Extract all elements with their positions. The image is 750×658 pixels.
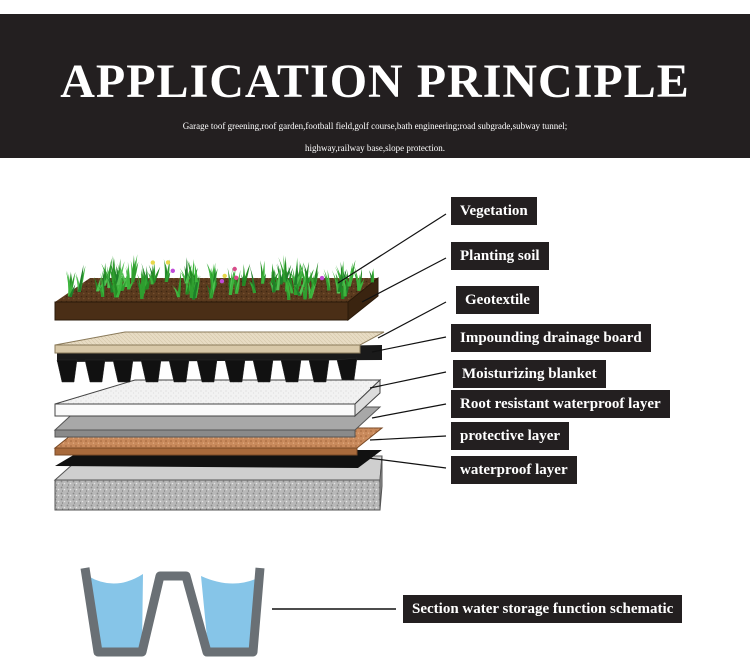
label-section-caption: Section water storage function schematic	[403, 595, 683, 623]
grass-blade	[111, 255, 115, 284]
label-moisturizing-blanket: Moisturizing blanket	[453, 360, 606, 388]
grass-blade	[194, 267, 198, 283]
grass-blade	[242, 263, 251, 286]
label-protective-layer: protective layer	[451, 422, 570, 450]
grass-blade	[272, 270, 276, 293]
flower	[150, 260, 155, 265]
grass-blade	[209, 277, 216, 299]
grass-blade	[250, 280, 256, 293]
grass-blade	[147, 271, 154, 285]
page-title: APPLICATION PRINCIPLE	[60, 55, 690, 108]
grass-blade	[68, 284, 76, 297]
vegetation-grass	[65, 254, 375, 300]
label-waterproof-layer: waterproof layer	[451, 456, 577, 484]
label-impounding-drainage-board: Impounding drainage board	[451, 324, 651, 352]
grass-blade	[308, 281, 315, 299]
grass-blade	[209, 287, 214, 299]
flower	[170, 268, 175, 273]
grass-blade	[234, 269, 241, 294]
grass-blade	[228, 267, 236, 295]
header-banner: APPLICATION PRINCIPLE Garage toof greeni…	[0, 14, 750, 158]
grass-blade	[137, 273, 144, 299]
grass-blade	[261, 260, 265, 284]
grass-blade	[97, 284, 105, 297]
grass-blade	[293, 261, 298, 286]
grass-blade	[303, 268, 310, 284]
grass-blade	[249, 265, 256, 293]
section-water-storage-schematic	[80, 567, 396, 657]
moisturizing-blanket-shape	[54, 378, 382, 418]
flower	[222, 273, 227, 279]
grass-blade	[191, 275, 195, 287]
grass-blade	[278, 257, 287, 283]
grass-blade	[292, 284, 302, 296]
grass-blade	[131, 259, 136, 283]
grass-blade	[308, 274, 315, 299]
subtitle-line-1: Garage toof greening,roof garden,footbal…	[182, 121, 568, 131]
planting-soil-shape	[54, 276, 379, 322]
flower	[219, 279, 225, 284]
grass-blade	[285, 274, 294, 294]
grass-blade	[298, 277, 306, 296]
grass-blade	[370, 270, 374, 283]
grass-blade	[343, 284, 347, 297]
grass-blade	[234, 281, 240, 294]
label-planting-soil: Planting soil	[451, 242, 549, 270]
grass-blade	[120, 280, 127, 291]
grass-blade	[115, 279, 124, 298]
grass-blade	[174, 286, 180, 298]
geotextile-shape	[54, 331, 385, 354]
grass-blade	[209, 273, 215, 288]
leader-lines	[337, 213, 447, 469]
grass-blade	[113, 275, 119, 298]
label-vegetation: Vegetation	[451, 197, 537, 225]
label-geotextile: Geotextile	[456, 286, 539, 314]
grass-blade	[177, 271, 181, 298]
flower	[165, 260, 171, 265]
grass-blade	[276, 267, 280, 291]
grass-blade	[116, 266, 122, 286]
grass-blade	[288, 266, 294, 294]
subtitle-line-2: highway,railway base,slope protection.	[304, 143, 446, 153]
grass-blade	[65, 270, 72, 297]
flower	[234, 275, 239, 280]
label-root-resistant-waterproof-layer: Root resistant waterproof layer	[451, 390, 670, 418]
grass-blade	[145, 276, 151, 290]
grass-blade	[354, 274, 361, 291]
flower	[232, 266, 237, 272]
flower	[319, 275, 325, 281]
grass-blade	[164, 259, 170, 282]
grass-blade	[284, 285, 291, 300]
grass-blade	[77, 264, 84, 292]
grass-blade	[323, 272, 331, 291]
